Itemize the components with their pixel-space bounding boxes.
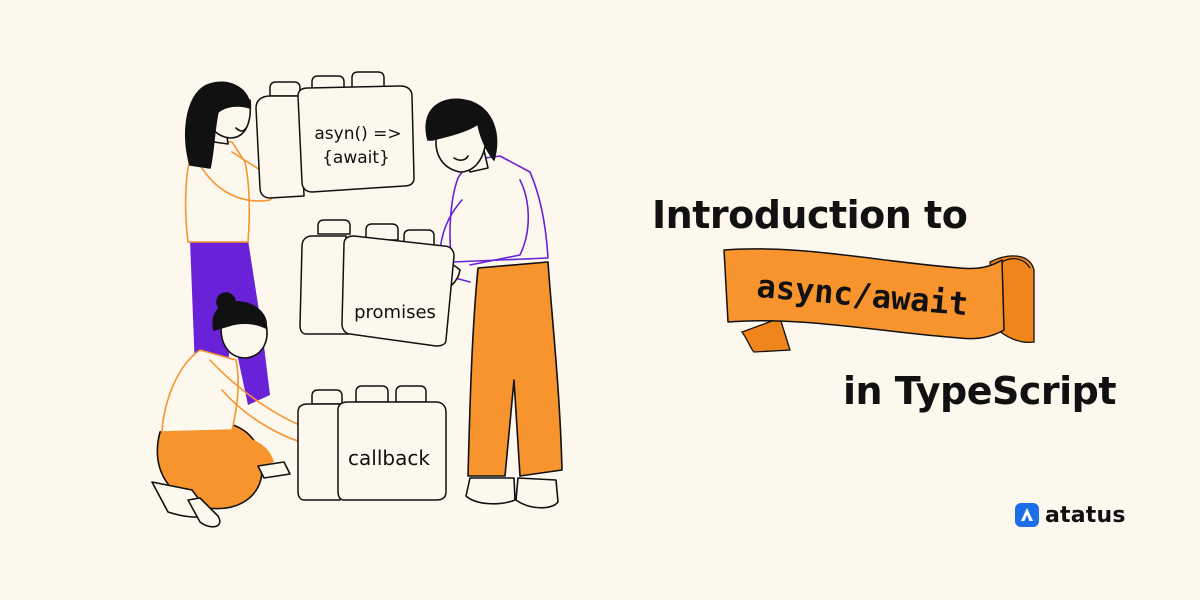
block-top-label: asyn() =>	[314, 124, 401, 144]
brand-name: atatus	[1045, 502, 1126, 528]
block-bottom	[297, 385, 447, 501]
brand-logo[interactable]: atatus	[1014, 502, 1126, 528]
block-middle	[299, 219, 455, 347]
woman-crouching	[151, 292, 341, 528]
headline-line-1: Introduction to	[652, 193, 968, 237]
atatus-logo-icon	[1015, 503, 1039, 527]
block-top	[255, 71, 415, 199]
block-bottom-label: callback	[348, 446, 430, 470]
block-top-label-2: {await}	[322, 148, 390, 168]
headline-line-3: in TypeScript	[843, 369, 1117, 413]
ribbon	[723, 248, 1035, 353]
block-middle-label: promises	[354, 302, 436, 323]
